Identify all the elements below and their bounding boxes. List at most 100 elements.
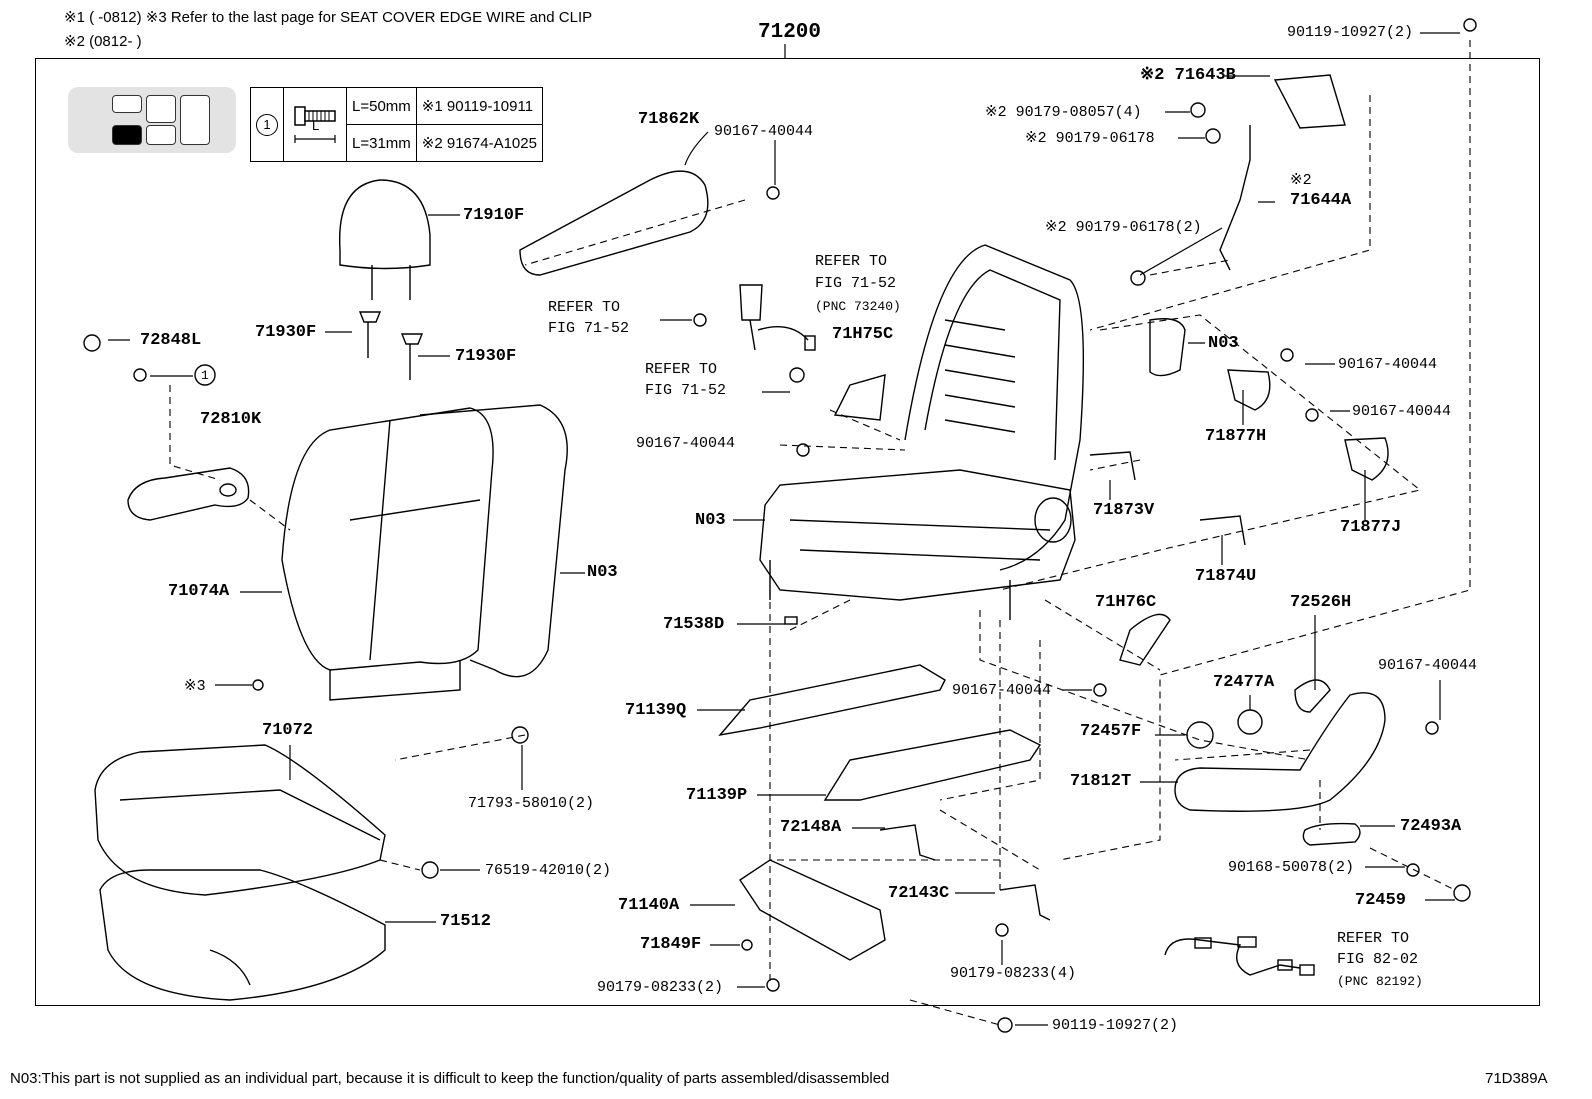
bolt-spec-table: 1 L L=50mm ※1 90119-10911 L=31mm ※2 9167… <box>250 87 543 162</box>
seat-cell <box>112 95 142 113</box>
ref-3-marker: ※3 <box>184 678 206 695</box>
part-72459[interactable]: 72459 <box>1355 891 1407 910</box>
part-90167-40044-c[interactable]: 90167-40044 <box>1352 403 1452 420</box>
bolt-icon <box>294 105 336 143</box>
part-76519-42010[interactable]: 76519-42010(2) <box>485 862 612 879</box>
part-71930F-a[interactable]: 71930F <box>255 323 317 342</box>
part-71877J[interactable]: 71877J <box>1340 518 1402 537</box>
ref-fig-b-line2[interactable]: FIG 71-52 <box>548 320 630 337</box>
seat-cell <box>146 125 176 145</box>
part-71072[interactable]: 71072 <box>262 721 314 740</box>
part-72477A[interactable]: 72477A <box>1213 673 1275 692</box>
part-71862K[interactable]: 71862K <box>638 110 700 129</box>
bolt-ref-cell: 1 <box>250 87 284 162</box>
part-71793-58010[interactable]: 71793-58010(2) <box>468 795 595 812</box>
part-71643B[interactable]: ※2 71643B <box>1140 66 1236 85</box>
armrest-drawing <box>127 467 250 521</box>
bolt-part-2[interactable]: ※2 91674-A1025 <box>415 124 543 162</box>
header-note-1: ※1 ( -0812) ※3 Refer to the last page fo… <box>64 9 593 26</box>
guide-and-cable-drawing <box>1130 74 1346 286</box>
ref-fig-d-line2[interactable]: FIG 82-02 <box>1337 951 1419 968</box>
part-72148A[interactable]: 72148A <box>780 818 842 837</box>
bolt-part-1[interactable]: ※1 90119-10911 <box>415 87 543 125</box>
part-71074A[interactable]: 71074A <box>168 582 230 601</box>
ref-fig-a-line2[interactable]: FIG 71-52 <box>815 275 897 292</box>
part-71512[interactable]: 71512 <box>440 912 492 931</box>
part-71910F[interactable]: 71910F <box>463 206 525 225</box>
part-71644A[interactable]: 71644A <box>1290 191 1352 210</box>
ref-fig-b-line1[interactable]: REFER TO <box>548 299 621 316</box>
part-90179-08233-4[interactable]: 90179-08233(4) <box>950 965 1077 982</box>
part-N03-a[interactable]: N03 <box>1208 334 1239 353</box>
part-72526H[interactable]: 72526H <box>1290 593 1352 612</box>
seat-back-cover-drawing <box>281 407 494 701</box>
part-90179-06178[interactable]: ※2 90179-06178 <box>1025 130 1155 147</box>
part-71139P[interactable]: 71139P <box>686 786 748 805</box>
ref-circle-icon <box>194 364 216 386</box>
seat-rails-drawing <box>718 664 1042 961</box>
bolt-icon-cell: L <box>283 87 347 162</box>
part-71H76C[interactable]: 71H76C <box>1095 593 1157 612</box>
seat-cell <box>146 95 176 123</box>
part-71930F-b[interactable]: 71930F <box>455 347 517 366</box>
headrest-drawing <box>338 179 431 300</box>
part-N03-b[interactable]: N03 <box>695 511 726 530</box>
part-71874U[interactable]: 71874U <box>1195 567 1257 586</box>
fasteners-drawing <box>83 18 1477 1033</box>
part-71644A-flag: ※2 <box>1290 172 1312 189</box>
part-72810K[interactable]: 72810K <box>200 410 262 429</box>
seat-cushion-pad-drawing <box>99 869 386 1001</box>
header-note-2: ※2 (0812- ) <box>64 33 142 50</box>
seat-cushion-cover-drawing <box>94 744 386 896</box>
part-90179-08233-2[interactable]: 90179-08233(2) <box>597 979 724 996</box>
part-90179-08057[interactable]: ※2 90179-08057(4) <box>985 104 1142 121</box>
part-N03-c[interactable]: N03 <box>587 563 618 582</box>
ref-fig-a-line1[interactable]: REFER TO <box>815 253 888 270</box>
part-71877H[interactable]: 71877H <box>1205 427 1267 446</box>
ref-fig-c-line1[interactable]: REFER TO <box>645 361 718 378</box>
figure-code: 71D389A <box>1485 1070 1548 1087</box>
part-90167-40044-d[interactable]: 90167-40044 <box>636 435 736 452</box>
part-90167-40044-e[interactable]: 90167-40044 <box>1378 657 1478 674</box>
main-part-number[interactable]: 71200 <box>758 21 822 44</box>
ref-fig-d-line3: (PNC 82192) <box>1337 974 1423 989</box>
ref-fig-a-line3: (PNC 73240) <box>815 299 901 314</box>
seat-frame-drawing <box>759 244 1085 620</box>
part-90119-10927-top[interactable]: 90119-10927(2) <box>1287 24 1414 41</box>
wire-harness-drawing <box>1164 936 1315 976</box>
part-72143C[interactable]: 72143C <box>888 884 950 903</box>
part-90179-06178-2[interactable]: ※2 90179-06178(2) <box>1045 219 1202 236</box>
part-71849F[interactable]: 71849F <box>640 935 702 954</box>
part-71538D[interactable]: 71538D <box>663 615 725 634</box>
part-71H75C[interactable]: 71H75C <box>832 325 894 344</box>
leader-lines <box>108 32 1460 1026</box>
part-90167-40044-f[interactable]: 90167-40044 <box>952 682 1052 699</box>
part-71812T[interactable]: 71812T <box>1070 772 1132 791</box>
part-72457F[interactable]: 72457F <box>1080 722 1142 741</box>
ref-fig-d-line1[interactable]: REFER TO <box>1337 930 1410 947</box>
side-shield-drawing <box>519 170 709 276</box>
bolt-length-2: L=31mm <box>346 124 417 162</box>
part-72848L[interactable]: 72848L <box>140 331 202 350</box>
seat-position-indicator <box>68 87 236 153</box>
part-71139Q[interactable]: 71139Q <box>625 701 687 720</box>
part-72493A[interactable]: 72493A <box>1400 817 1462 836</box>
diagram-frame <box>35 58 1540 1006</box>
footer-note: N03:This part is not supplied as an indi… <box>10 1070 890 1087</box>
seat-cell <box>180 95 210 145</box>
dimension-label: L <box>312 118 320 133</box>
ref-fig-c-line2[interactable]: FIG 71-52 <box>645 382 727 399</box>
part-90167-40044-b[interactable]: 90167-40044 <box>1338 356 1438 373</box>
part-71873V[interactable]: 71873V <box>1093 501 1155 520</box>
brackets-drawing <box>833 318 1389 921</box>
side-cover-drawing <box>1174 692 1386 812</box>
part-90119-10927-bottom[interactable]: 90119-10927(2) <box>1052 1017 1179 1034</box>
headrest-guide-drawing <box>358 311 424 380</box>
part-71140A[interactable]: 71140A <box>618 896 680 915</box>
part-90168-50078[interactable]: 90168-50078(2) <box>1228 859 1355 876</box>
assembly-dashed-lines <box>169 40 1471 1026</box>
seat-belt-buckle-drawing <box>739 284 816 383</box>
ref-circle-label: 1 <box>201 368 209 383</box>
part-90167-40044-a[interactable]: 90167-40044 <box>714 123 814 140</box>
